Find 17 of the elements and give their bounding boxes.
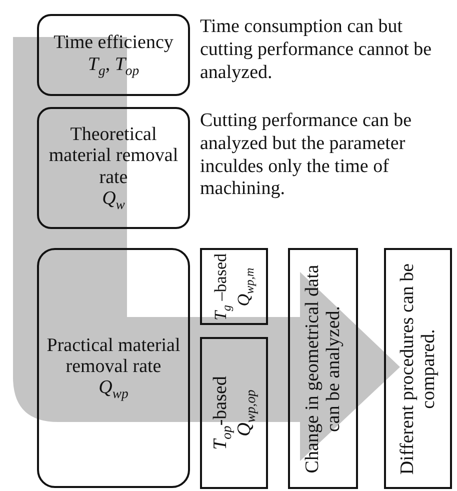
- box: [384, 248, 452, 489]
- box: [288, 248, 358, 489]
- rounded-box: [37, 14, 190, 96]
- rounded-box: [37, 107, 190, 229]
- note-text: Time consumption can but cutting performance cannot be analyzed.: [200, 16, 433, 84]
- box-label: Different procedures can be compared.: [396, 262, 440, 476]
- box-label: Time efficiency: [54, 32, 174, 54]
- symbol-label: T$_{g}$, T$_{op}$: [88, 54, 140, 78]
- box: [200, 337, 268, 489]
- box-label: Theoretical material removal rate: [48, 124, 180, 188]
- symbol-label: Q$_{wp}$: [98, 377, 128, 402]
- box-label: Practical material removal rate: [46, 334, 182, 378]
- box-label: Change in geometrical data can be analyzed.: [302, 263, 344, 475]
- rounded-box: [37, 248, 190, 488]
- box: [200, 248, 268, 325]
- symbol-label: Q$_{w}$: [102, 188, 125, 212]
- note-text: Cutting performance can be analyzed but the parameter inculdes only the time of machining.: [200, 110, 413, 202]
